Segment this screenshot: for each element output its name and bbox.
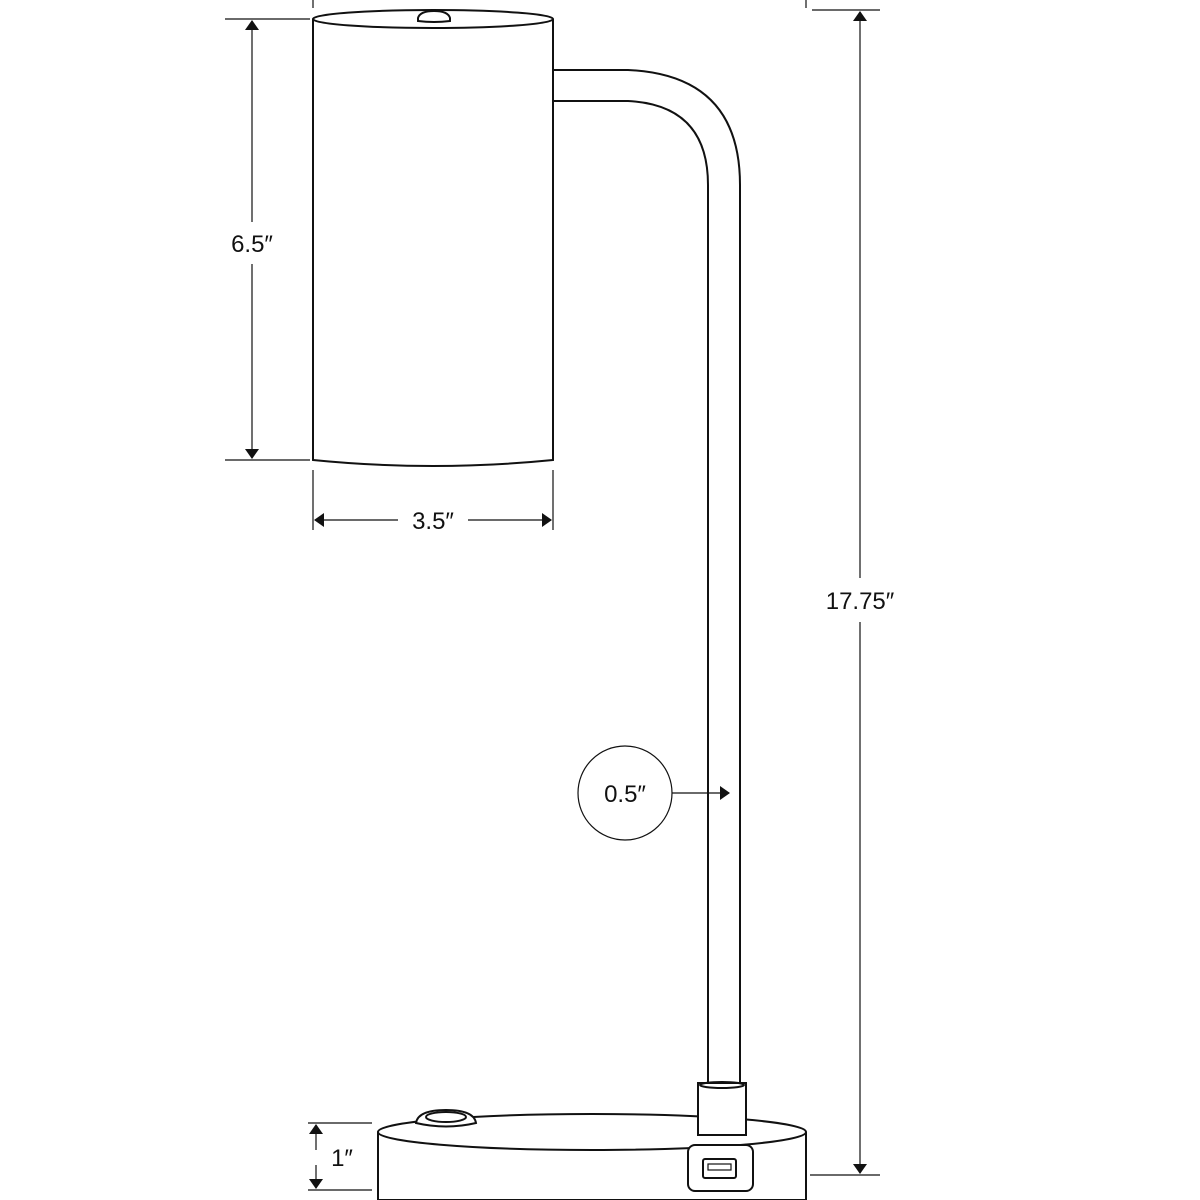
shade-width-label: 3.5″ [412,508,454,535]
shade-height-label: 6.5″ [231,231,273,258]
base-height-dimension: 1″ [308,1122,372,1191]
shade-height-dimension: 6.5″ [225,18,310,461]
pole-diameter-label: 0.5″ [604,781,646,808]
shade-knob [417,9,451,23]
total-height-dimension: 17.75″ [810,9,895,1176]
shade-width-dimension: 3.5″ [312,470,554,535]
pole-collar [697,1082,747,1136]
pole-diameter-callout: 0.5″ [577,745,730,841]
lamp-base [377,1081,807,1200]
usb-port-icon [687,1144,754,1192]
total-height-label: 17.75″ [826,588,895,615]
lamp-arm [553,69,741,1083]
lamp-shade [312,9,554,467]
base-height-label: 1″ [331,1145,353,1172]
